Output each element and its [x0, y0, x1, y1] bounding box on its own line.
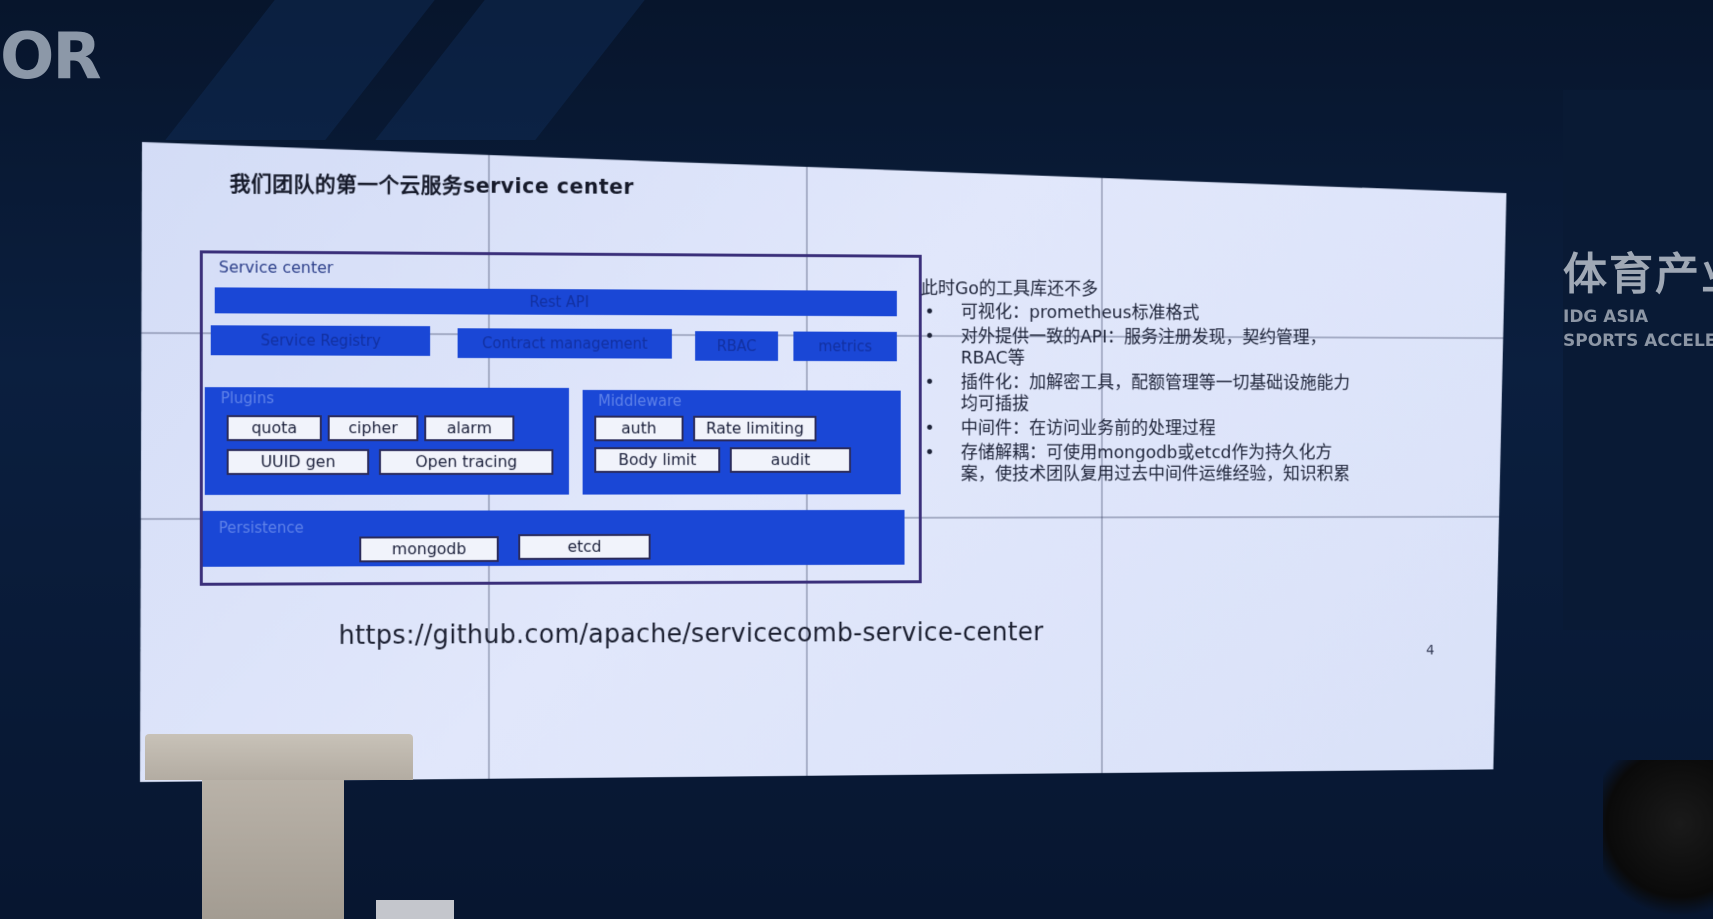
slide-notes: 此时Go的工具库还不多 可视化：prometheus标准格式 对外提供一致的AP… — [921, 278, 1363, 488]
diagram-label: Service center — [218, 257, 334, 278]
persistence-chip: etcd — [518, 534, 650, 560]
middleware-chip: Rate limiting — [693, 416, 816, 442]
audience-head — [1603, 760, 1713, 919]
stage-logo-text: OR — [0, 20, 102, 94]
floor-socket — [376, 900, 454, 919]
notes-bullet-list: 可视化：prometheus标准格式 对外提供一致的API：服务注册发现，契约管… — [921, 302, 1363, 486]
sponsor-banner-line2: SPORTS ACCELE — [1563, 331, 1713, 351]
plugins-title: Plugins — [220, 389, 275, 408]
middleware-title: Middleware — [598, 391, 682, 410]
rbac-block: RBAC — [695, 331, 778, 361]
sponsor-banner — [1563, 90, 1713, 630]
middleware-panel: Middleware auth Rate limiting Body limit… — [583, 390, 901, 495]
contract-management-block: Contract management — [458, 328, 672, 358]
projected-slide: 我们团队的第一个云服务service center Service center… — [140, 142, 1506, 782]
persistence-title: Persistence — [218, 518, 304, 537]
rest-api-bar: Rest API — [215, 287, 897, 316]
notes-bullet: 对外提供一致的API：服务注册发现，契约管理，RBAC等 — [921, 326, 1363, 370]
notes-bullet: 中间件：在访问业务前的处理过程 — [921, 418, 1363, 440]
metrics-block: metrics — [793, 332, 896, 362]
sponsor-banner-subtitle: IDG ASIA SPORTS ACCELE — [1563, 305, 1713, 353]
sponsor-banner-title: 体育产业 — [1563, 249, 1713, 300]
notes-bullet: 插件化：加解密工具，配额管理等一切基础设施能力均可插拔 — [921, 372, 1363, 416]
middleware-chip: audit — [730, 447, 851, 473]
slide-page-number: 4 — [1426, 642, 1435, 659]
sponsor-banner-line1: IDG ASIA — [1563, 307, 1649, 327]
repo-url: https://github.com/apache/servicecomb-se… — [338, 617, 1044, 651]
notes-bullet: 可视化：prometheus标准格式 — [921, 302, 1363, 325]
middleware-chip: auth — [594, 416, 683, 442]
persistence-chip: mongodb — [359, 536, 498, 562]
architecture-diagram: Service center Rest API Service Registry… — [200, 250, 922, 585]
podium-top — [145, 734, 413, 780]
plugin-chip: Open tracing — [379, 449, 553, 475]
service-registry-block: Service Registry — [211, 325, 430, 356]
persistence-panel: Persistence mongodb etcd — [203, 510, 905, 567]
plugin-chip: cipher — [328, 415, 419, 441]
podium-body — [202, 780, 344, 919]
plugin-chip: quota — [227, 415, 322, 441]
slide-title: 我们团队的第一个云服务service center — [229, 171, 634, 199]
notes-lead: 此时Go的工具库还不多 — [920, 278, 1099, 300]
plugin-chip: UUID gen — [227, 449, 369, 475]
notes-bullet: 存储解耦：可使用mongodb或etcd作为持久化方案，使技术团队复用过去中间件… — [921, 442, 1363, 485]
plugins-panel: Plugins quota cipher alarm UUID gen Open… — [205, 387, 569, 495]
middleware-chip: Body limit — [594, 447, 720, 473]
plugin-chip: alarm — [424, 415, 514, 441]
